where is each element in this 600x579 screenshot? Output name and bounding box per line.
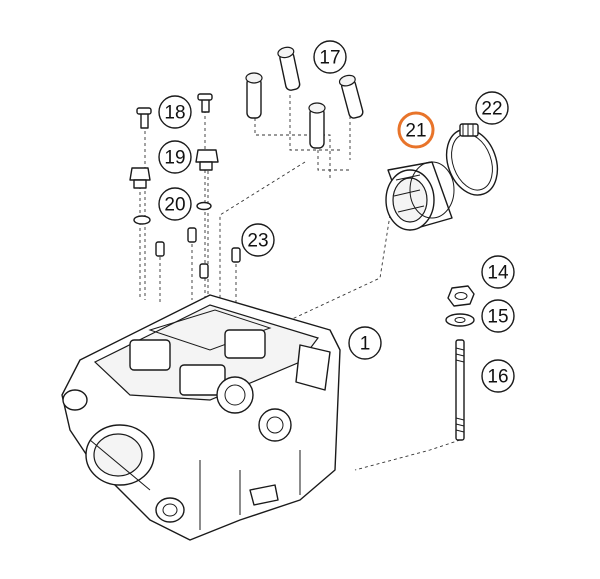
part-plugs [129, 149, 219, 189]
callout-17-circle [313, 40, 347, 74]
callout-22[interactable]: 22 [475, 91, 509, 125]
callout-21-circle [397, 111, 435, 149]
part-dowels [155, 227, 241, 279]
part-intake-flange [385, 161, 455, 231]
part-washer [445, 313, 475, 327]
part-cylinder-head [61, 294, 341, 541]
callout-19-label: 19 [164, 148, 185, 169]
callout-19[interactable]: 19 [158, 140, 192, 174]
callout-22-circle [475, 91, 509, 125]
callout-15-label: 15 [487, 307, 508, 328]
callout-18-circle [158, 95, 192, 129]
callout-15-circle [481, 299, 515, 333]
callout-1-circle [348, 326, 382, 360]
part-hose-clamp [445, 123, 499, 196]
callout-20-circle [158, 187, 192, 221]
callout-1[interactable]: 1 [348, 326, 382, 360]
callout-23[interactable]: 23 [241, 223, 275, 257]
callout-21[interactable]: 21 [397, 111, 435, 149]
part-washers [133, 201, 212, 225]
callout-17-label: 17 [319, 48, 340, 69]
callout-16[interactable]: 16 [481, 359, 515, 393]
callout-20[interactable]: 20 [158, 187, 192, 221]
callout-23-label: 23 [247, 231, 268, 252]
callout-group: 1 14 15 16 17 18 19 20 [158, 40, 515, 393]
callout-22-label: 22 [481, 99, 502, 120]
part-valve-guides [245, 46, 364, 149]
callout-23-circle [241, 223, 275, 257]
part-small-screws [136, 93, 213, 129]
part-nut [447, 285, 475, 307]
callout-17[interactable]: 17 [313, 40, 347, 74]
callout-1-label: 1 [360, 334, 371, 355]
callout-18[interactable]: 18 [158, 95, 192, 129]
callout-19-circle [158, 140, 192, 174]
callout-20-label: 20 [164, 195, 185, 216]
callout-16-label: 16 [487, 367, 508, 388]
callout-15[interactable]: 15 [481, 299, 515, 333]
callout-14-circle [481, 255, 515, 289]
part-stud [455, 339, 465, 441]
callout-14-label: 14 [487, 263, 509, 284]
callout-21-label: 21 [405, 121, 426, 142]
callout-16-circle [481, 359, 515, 393]
callout-14[interactable]: 14 [481, 255, 515, 289]
callout-18-label: 18 [164, 103, 185, 124]
